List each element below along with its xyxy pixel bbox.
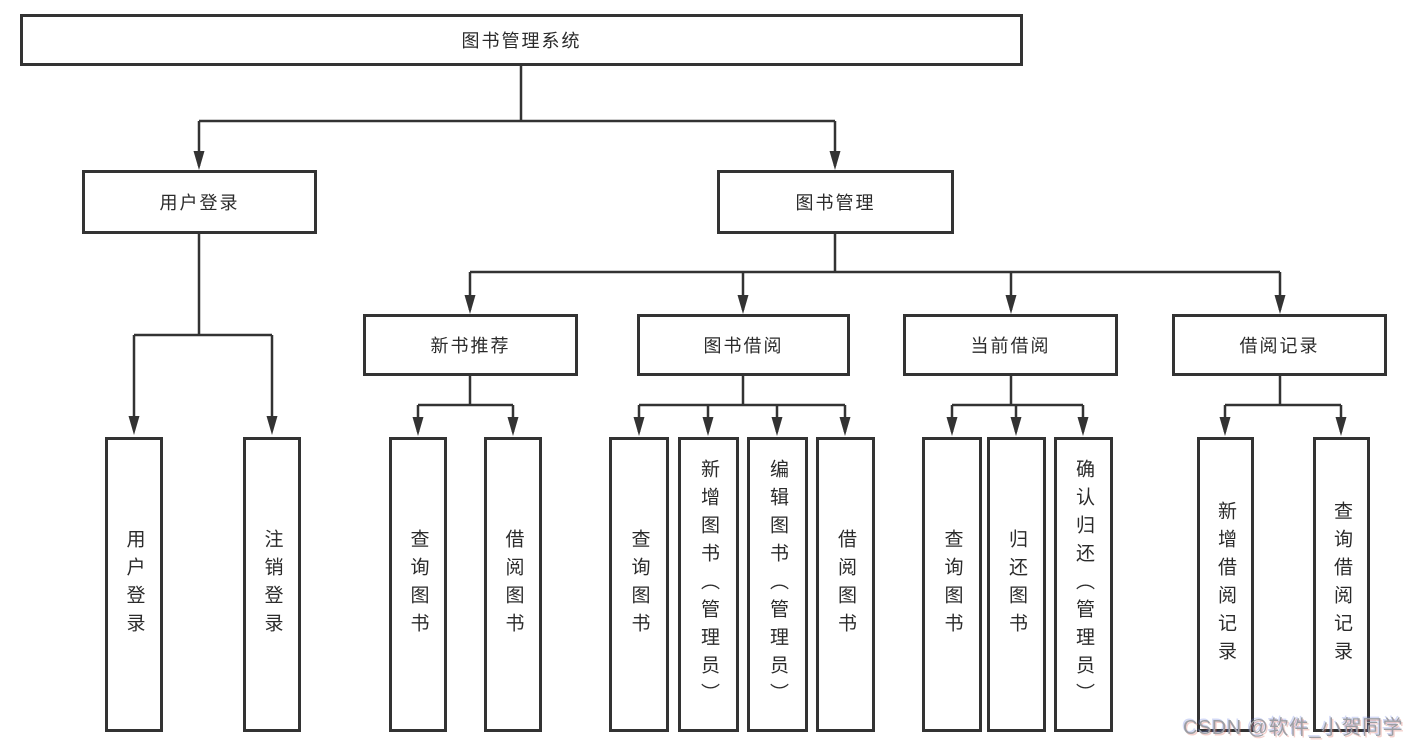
node-book-management: 图书管理 [717,170,954,234]
node-new-book-recommend-label: 新书推荐 [430,336,511,356]
connector-bookmgmt-to-level3 [464,234,1286,314]
leaf-logout-label: 注销登录 [261,528,283,641]
node-root: 图书管理系统 [20,14,1023,66]
node-root-label: 图书管理系统 [461,31,582,51]
node-user-login-label: 用户登录 [159,193,240,213]
leaf-borrow-edit-books-admin-label: 编辑图书（管理员） [767,458,788,711]
connector-recommend-to-leaves [412,376,519,436]
leaf-recommend-borrow-books: 借阅图书 [484,437,542,732]
leaf-current-confirm-return-admin-label: 确认归还（管理员） [1073,458,1094,711]
leaf-current-query-books: 查询图书 [922,437,982,732]
csdn-watermark: CSDN @软件_小贺同学 [1183,717,1404,739]
leaf-user-login: 用户登录 [105,437,163,732]
leaf-recommend-query-books-label: 查询图书 [407,528,429,641]
leaf-borrow-edit-books-admin: 编辑图书（管理员） [747,437,808,732]
node-borrow-records: 借阅记录 [1172,314,1387,376]
leaf-current-return-books-label: 归还图书 [1006,528,1027,641]
connector-current-to-leaves [946,376,1089,436]
leaf-borrow-add-books-admin: 新增图书（管理员） [678,437,739,732]
leaf-records-query-record-label: 查询借阅记录 [1331,500,1352,669]
node-current-borrow: 当前借阅 [903,314,1118,376]
connector-userlogin-to-leaves [128,234,278,435]
leaf-borrow-borrow-books: 借阅图书 [816,437,875,732]
node-book-borrow: 图书借阅 [637,314,850,376]
leaf-borrow-query-books-label: 查询图书 [628,528,650,641]
node-borrow-records-label: 借阅记录 [1239,336,1320,356]
leaf-current-confirm-return-admin: 确认归还（管理员） [1054,437,1113,732]
node-new-book-recommend: 新书推荐 [363,314,578,376]
node-book-borrow-label: 图书借阅 [703,336,784,356]
leaf-recommend-borrow-books-label: 借阅图书 [502,528,524,641]
leaf-borrow-borrow-books-label: 借阅图书 [835,528,856,641]
leaf-logout: 注销登录 [243,437,301,732]
leaf-current-query-books-label: 查询图书 [941,528,963,641]
node-user-login: 用户登录 [82,170,317,234]
leaf-user-login-label: 用户登录 [123,528,145,641]
leaf-records-add-record-label: 新增借阅记录 [1215,500,1236,669]
node-current-borrow-label: 当前借阅 [970,336,1051,356]
node-book-management-label: 图书管理 [795,193,876,213]
leaf-recommend-query-books: 查询图书 [389,437,447,732]
connector-borrow-to-leaves [633,376,851,436]
leaf-records-query-record: 查询借阅记录 [1313,437,1370,732]
connector-root-to-level2 [193,66,841,170]
leaf-records-add-record: 新增借阅记录 [1197,437,1254,732]
leaf-borrow-add-books-admin-label: 新增图书（管理员） [698,458,719,711]
leaf-current-return-books: 归还图书 [987,437,1046,732]
connector-records-to-leaves [1219,376,1347,436]
leaf-borrow-query-books: 查询图书 [609,437,669,732]
